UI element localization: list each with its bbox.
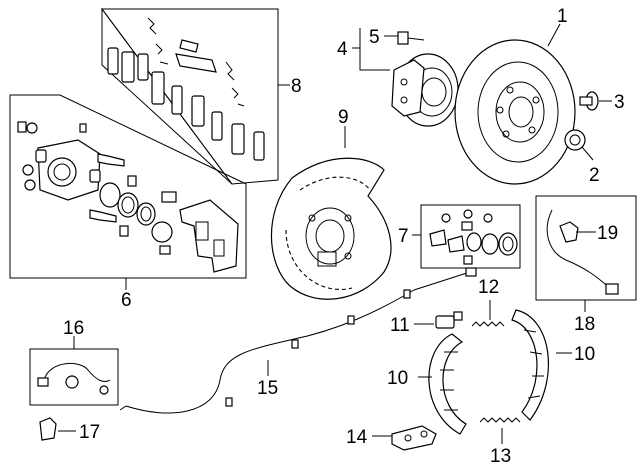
callout-16: 16 bbox=[63, 318, 84, 339]
callout-7: 7 bbox=[398, 226, 409, 247]
lower-spring bbox=[479, 417, 521, 423]
speed-sensor-box bbox=[535, 195, 637, 301]
caliper-bolts bbox=[17, 121, 137, 237]
hub-bolt bbox=[397, 31, 425, 45]
callout-3: 3 bbox=[614, 92, 625, 113]
callout-4: 4 bbox=[337, 39, 348, 60]
pad-kit-box-edge bbox=[101, 7, 233, 185]
pad-kit-group bbox=[101, 7, 279, 185]
parking-brake-shoe-left bbox=[428, 333, 467, 435]
backing-plate bbox=[270, 157, 392, 300]
adjuster-bolt bbox=[435, 311, 463, 329]
callout-6: 6 bbox=[121, 290, 132, 311]
pad-clips bbox=[147, 17, 245, 107]
caliper-box bbox=[9, 94, 247, 279]
callout-17: 17 bbox=[79, 422, 100, 443]
brake-pad-left bbox=[107, 47, 265, 161]
callout-1: 1 bbox=[557, 6, 568, 27]
callout-18: 18 bbox=[574, 314, 595, 335]
callout-5: 5 bbox=[369, 27, 380, 48]
callout-10-left: 10 bbox=[387, 368, 408, 389]
sensor-harness-group bbox=[29, 348, 119, 406]
callout-13: 13 bbox=[490, 446, 511, 467]
parking-brake-shoe-right bbox=[511, 309, 549, 421]
disc-screw bbox=[579, 91, 599, 111]
caliper-piston bbox=[99, 182, 177, 255]
callout-12: 12 bbox=[478, 277, 499, 298]
callout-19: 19 bbox=[597, 223, 618, 244]
callout-11: 11 bbox=[390, 315, 410, 336]
hub-cap bbox=[564, 129, 586, 151]
upper-spring bbox=[471, 321, 505, 327]
callout-14: 14 bbox=[346, 427, 368, 448]
callout-15: 15 bbox=[257, 378, 278, 399]
brake-disc bbox=[454, 39, 576, 185]
caliper-body bbox=[35, 139, 101, 201]
callout-8: 8 bbox=[291, 76, 302, 97]
callout-10-right: 10 bbox=[574, 344, 595, 365]
speed-sensor-group bbox=[535, 195, 637, 301]
wheel-hub bbox=[391, 53, 459, 127]
seal-kit-group bbox=[420, 204, 521, 269]
caliper-group bbox=[9, 94, 247, 279]
caliper-bracket bbox=[179, 199, 239, 273]
callout-9: 9 bbox=[338, 107, 349, 128]
harness-clip bbox=[39, 417, 57, 441]
shoe-retainer bbox=[391, 425, 437, 451]
callout-2: 2 bbox=[589, 165, 600, 186]
parking-brake-cable bbox=[119, 267, 477, 414]
